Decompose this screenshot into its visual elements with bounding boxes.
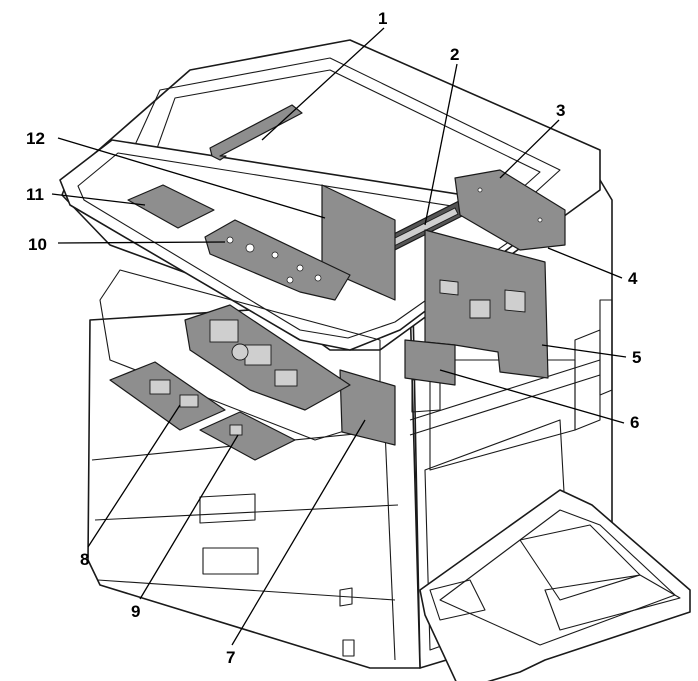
leader-lines [51,27,627,646]
callout-3: 3 [556,101,565,120]
board-3 [454,169,566,251]
board-8 [109,361,226,431]
callout-6: 6 [630,413,639,432]
callout-9: 9 [131,602,140,621]
callout-labels: 1 2 3 4 5 6 7 8 9 10 11 12 [26,9,641,667]
boards [109,104,566,461]
callout-1: 1 [378,9,387,28]
callout-8: 8 [80,550,89,569]
machine-body [59,39,691,681]
board-10 [204,219,351,301]
board-6 [404,339,456,386]
callout-2: 2 [450,45,459,64]
callout-10: 10 [28,235,47,254]
board-7 [339,369,396,446]
callout-5: 5 [632,348,641,367]
board-11 [127,184,215,229]
board-1-ccd [209,104,303,161]
callout-11: 11 [26,185,44,204]
callout-12: 12 [26,129,45,148]
callout-7: 7 [226,648,235,667]
callout-4: 4 [628,269,638,288]
board-9 [199,411,296,461]
